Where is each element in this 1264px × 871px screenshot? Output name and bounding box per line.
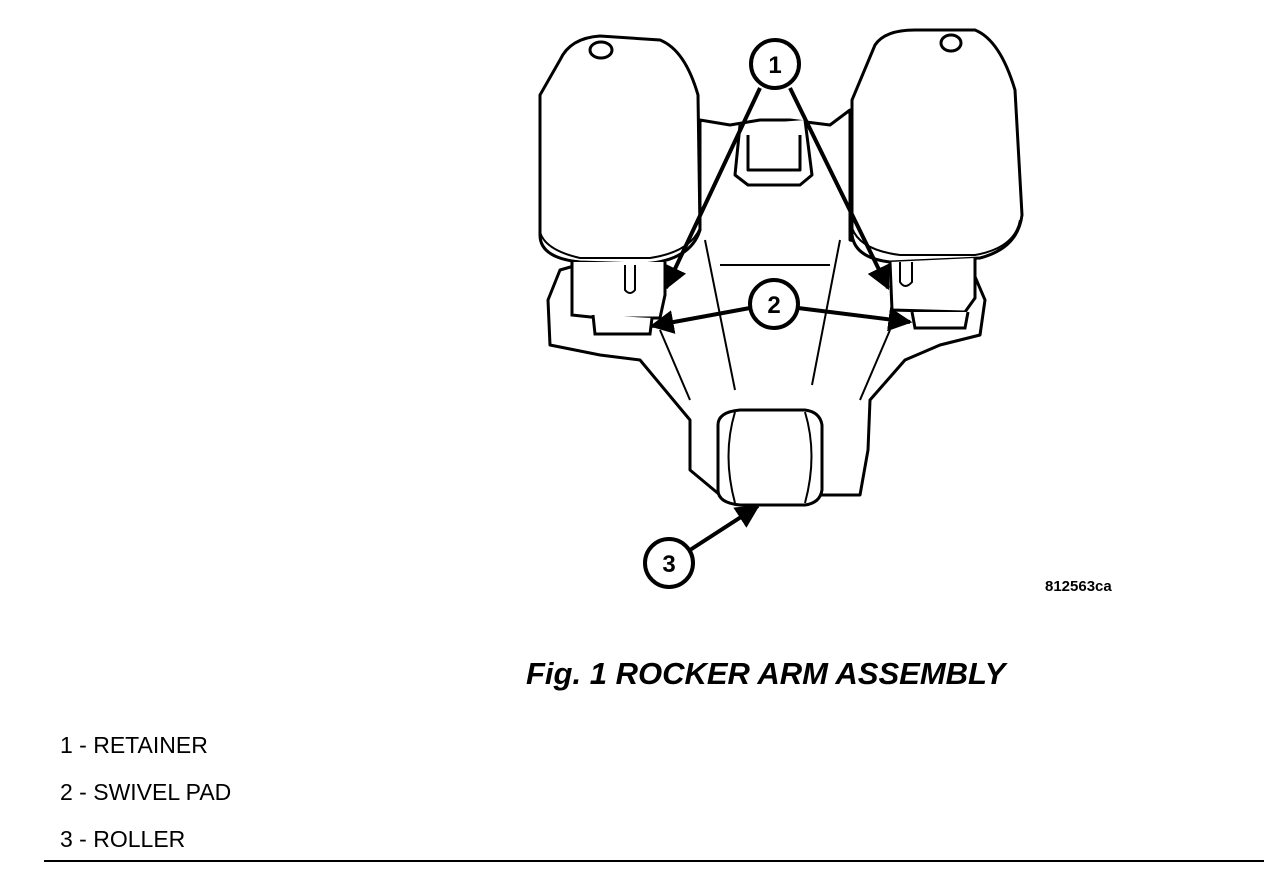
callout-2: 2 xyxy=(748,278,800,330)
left-valve-spring-retainer xyxy=(538,34,702,336)
figure-caption: Fig. 1 ROCKER ARM ASSEMBLY xyxy=(526,656,1006,691)
legend-item-swivel-pad: 2 - SWIVEL PAD xyxy=(60,779,232,805)
callout-3: 3 xyxy=(643,537,695,589)
callout-3-label: 3 xyxy=(662,551,675,578)
figure-id: 812563ca xyxy=(1045,578,1112,595)
legend-item-roller: 3 - ROLLER xyxy=(60,826,186,852)
leader-2-left xyxy=(649,306,751,334)
legend: 1 - RETAINER 2 - SWIVEL PAD 3 - ROLLER xyxy=(60,730,231,871)
callout-1-label: 1 xyxy=(768,52,781,79)
leader-1-left xyxy=(664,87,762,291)
roller xyxy=(716,408,824,507)
callout-2-label: 2 xyxy=(767,292,780,319)
callout-1: 1 xyxy=(749,38,801,90)
leader-2-right xyxy=(797,306,913,332)
bottom-divider xyxy=(44,860,1264,862)
legend-item-retainer: 1 - RETAINER xyxy=(60,732,208,758)
leader-3 xyxy=(688,504,761,552)
right-valve-spring-retainer xyxy=(850,28,1024,330)
leader-1-right xyxy=(788,87,890,291)
leader-lines xyxy=(649,87,913,552)
